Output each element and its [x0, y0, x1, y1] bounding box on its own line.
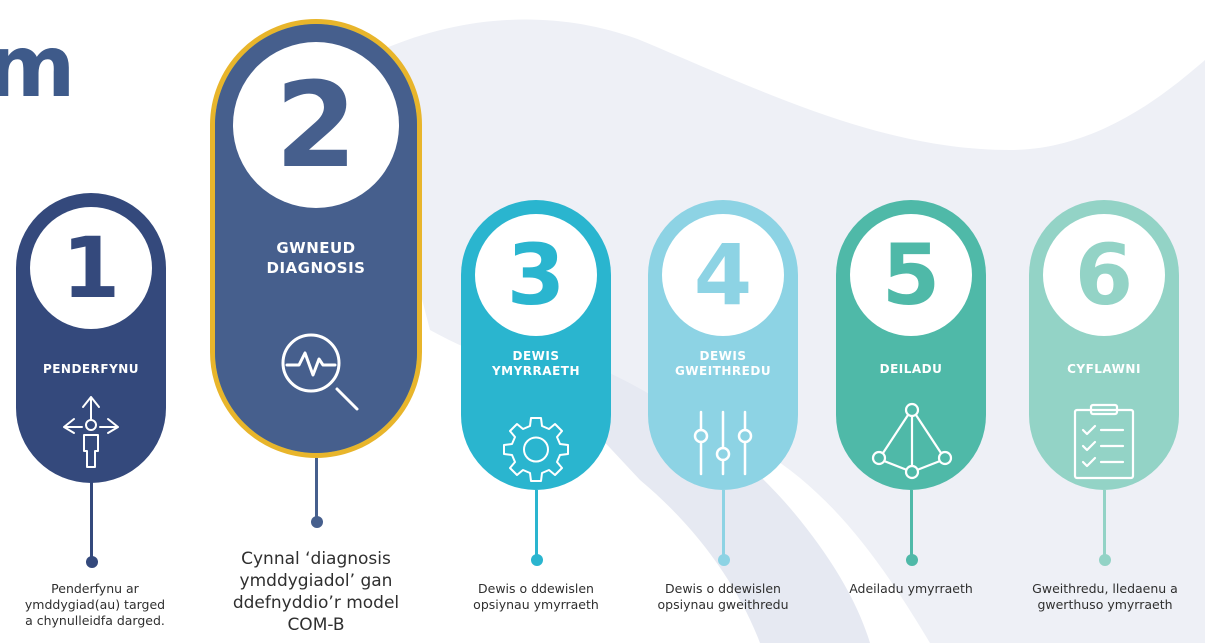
step-1-number: 1 — [30, 207, 152, 329]
step-4-stem — [722, 490, 725, 556]
step-5-stem — [910, 490, 913, 556]
step-2-stem — [315, 458, 318, 520]
step-1-dot — [86, 556, 98, 568]
step-2-number: 2 — [233, 42, 399, 208]
step-6-dot — [1099, 554, 1111, 566]
step-6-stem — [1103, 490, 1106, 556]
sliders-icon — [693, 410, 753, 476]
step-6-pill[interactable]: 6 CYFLAWNI — [1029, 200, 1179, 490]
step-3-number: 3 — [475, 214, 597, 336]
step-3-description: Dewis o ddewislen opsiynau ymyrraeth — [473, 581, 599, 612]
step-6-description: Gweithredu, lledaenu a gwerthuso ymyrrae… — [1032, 581, 1178, 612]
network-pyramid-icon — [871, 402, 953, 480]
step-4-number: 4 — [662, 214, 784, 336]
step-1-description: Penderfynu ar ymddygiad(au) targed a chy… — [24, 581, 166, 628]
gear-icon — [503, 417, 569, 482]
step-2-dot — [311, 516, 323, 528]
step-3-stem — [535, 490, 538, 556]
clipboard-checklist-icon — [1073, 403, 1135, 480]
step-2-description: Cynnal ‘diagnosis ymddygiadol’ gan ddefn… — [232, 549, 400, 635]
step-1-title: PENDERFYNU — [42, 362, 140, 376]
step-5-dot — [906, 554, 918, 566]
step-5-description: Adeiladu ymyrraeth — [849, 581, 973, 596]
step-6-title: CYFLAWNI — [1067, 362, 1141, 376]
step-5-number: 5 — [850, 214, 972, 336]
step-1-stem — [90, 480, 93, 560]
step-4-dot — [718, 554, 730, 566]
step-5-pill[interactable]: 5 DEILADU — [836, 200, 986, 490]
step-5-title: DEILADU — [879, 362, 943, 376]
step-4-description: Dewis o ddewislen opsiynau gweithredu — [657, 581, 789, 612]
step-3-dot — [531, 554, 543, 566]
page-title-fragment: m — [0, 17, 76, 117]
person-directions-icon — [63, 396, 119, 468]
step-1-pill[interactable]: 1 PENDERFYNU — [16, 193, 166, 483]
step-6-number: 6 — [1043, 214, 1165, 336]
magnifier-pulse-icon — [281, 333, 359, 411]
